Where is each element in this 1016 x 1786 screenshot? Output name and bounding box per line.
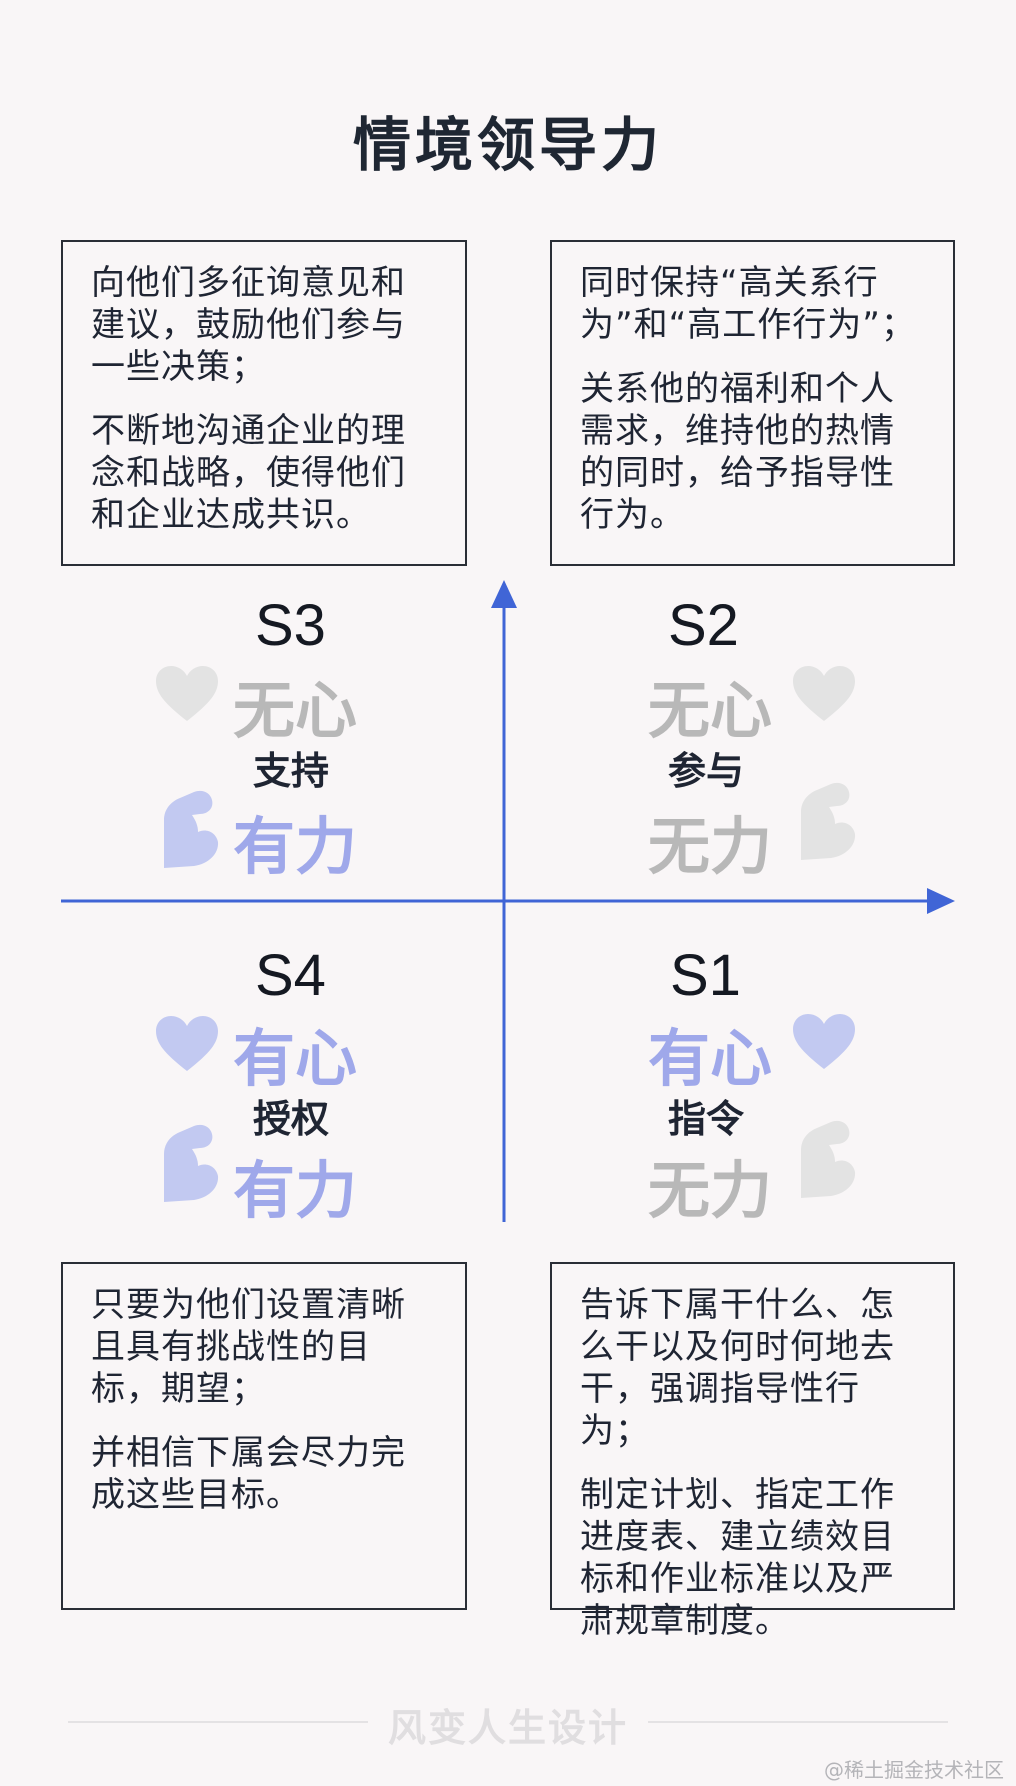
footer-divider-left [68, 1721, 368, 1723]
heart-label: 无心 [648, 674, 773, 747]
leadership-style-label: 指令 [668, 1097, 745, 1141]
heart-icon [793, 666, 855, 721]
power-label: 无力 [648, 1154, 773, 1227]
heart-label: 有心 [648, 1022, 773, 1095]
horizontal-axis-arrow [927, 888, 955, 914]
description-paragraph: 不断地沟通企业的理念和战略，使得他们和企业达成共识。 [91, 411, 406, 535]
watermark: @稀土掘金技术社区 [824, 1758, 1004, 1782]
power-label: 有力 [233, 810, 358, 883]
footer-divider-right [648, 1721, 948, 1723]
heart-label: 有心 [233, 1022, 358, 1095]
heart-icon [156, 666, 218, 721]
description-paragraph: 并相信下属会尽力完成这些目标。 [91, 1433, 406, 1515]
description-box-top-left: 向他们多征询意见和建议，鼓励他们参与一些决策； 不断地沟通企业的理念和战略，使得… [61, 240, 467, 566]
leadership-style-label: 授权 [253, 1097, 330, 1141]
description-box-top-right: 同时保持“高关系行为”和“高工作行为”； 关系他的福利和个人需求，维持他的热情的… [550, 240, 955, 566]
description-paragraph: 关系他的福利和个人需求，维持他的热情的同时，给予指导性行为。 [580, 369, 895, 535]
quadrant-code: S2 [668, 593, 739, 658]
vertical-axis-arrow [491, 580, 517, 608]
muscle-arm-icon [164, 1124, 219, 1202]
description-box-bottom-right: 告诉下属干什么、怎么干以及何时何地去干，强调指导性行为； 制定计划、指定工作进度… [550, 1262, 955, 1641]
leadership-style-label: 支持 [253, 749, 330, 793]
muscle-arm-icon [164, 790, 219, 868]
quadrant-code: S4 [255, 943, 326, 1008]
description-paragraph: 只要为他们设置清晰且具有挑战性的目标，期望； [91, 1285, 406, 1409]
footer-credit: 风变人生设计 [387, 1706, 628, 1750]
quadrant-code: S3 [255, 593, 326, 658]
heart-label: 无心 [233, 674, 358, 747]
heart-icon [156, 1016, 218, 1071]
description-box-bottom-left: 只要为他们设置清晰且具有挑战性的目标，期望； 并相信下属会尽力完成这些目标。 [61, 1262, 467, 1610]
quadrant-code: S1 [670, 943, 741, 1008]
description-paragraph: 告诉下属干什么、怎么干以及何时何地去干，强调指导性行为； [580, 1285, 895, 1451]
leadership-style-label: 参与 [668, 749, 745, 793]
muscle-arm-icon [801, 782, 856, 860]
description-paragraph: 向他们多征询意见和建议，鼓励他们参与一些决策； [91, 263, 406, 387]
power-label: 无力 [648, 810, 773, 883]
description-paragraph: 同时保持“高关系行为”和“高工作行为”； [580, 263, 916, 345]
page-title: 情境领导力 [352, 111, 663, 179]
heart-icon [793, 1014, 855, 1069]
muscle-arm-icon [801, 1120, 856, 1198]
power-label: 有力 [233, 1154, 358, 1227]
description-paragraph: 制定计划、指定工作进度表、建立绩效目标和作业标准以及严肃规章制度。 [580, 1475, 895, 1641]
